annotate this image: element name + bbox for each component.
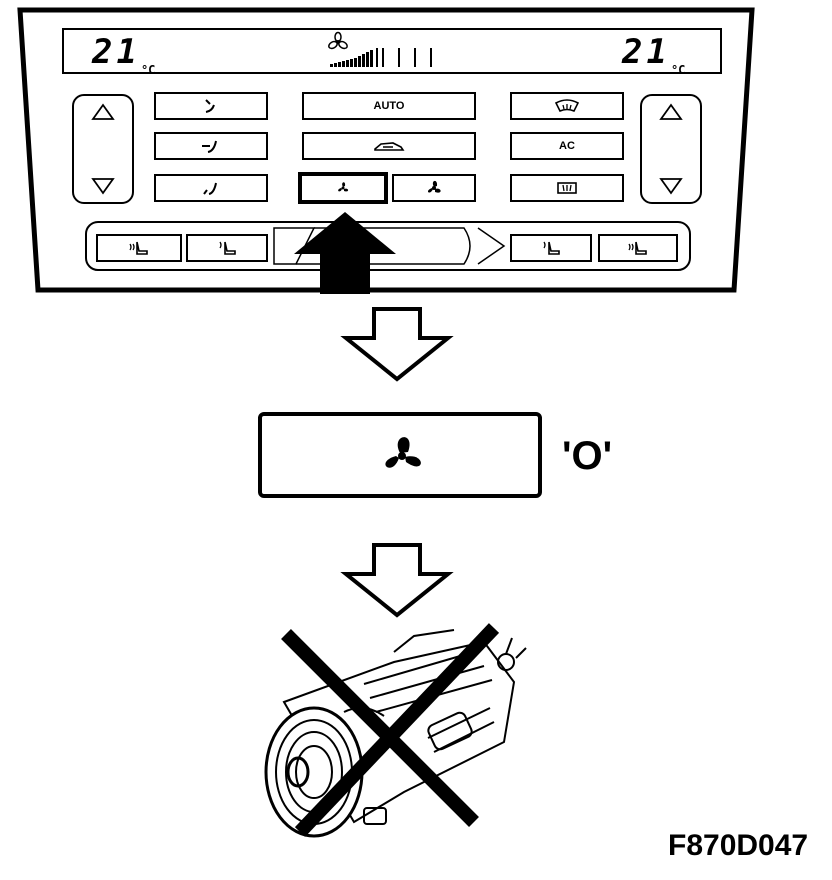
figure-id: F870D047 [668,829,809,862]
windscreen-defrost-icon [554,99,580,113]
triangle-up-icon[interactable] [91,103,115,120]
recirculation-car-icon [374,142,405,151]
triangle-down-icon[interactable] [91,178,115,195]
fan-down-button-enlarged [258,412,542,498]
right-temp-rocker[interactable] [640,94,702,204]
ac-button-label: AC [559,140,575,152]
fan-down-button[interactable] [298,172,388,204]
right-seat-heater-high-button[interactable] [598,234,678,262]
rear-window-defrost-icon [557,182,577,194]
seat-heater-icon [129,241,148,255]
left-temp-unit: °C [140,63,156,77]
airflow-body-button[interactable] [154,132,268,160]
down-arrow-icon [340,307,454,382]
lcd-display: 21°C 21°C [62,28,722,77]
left-seat-heater-high-button[interactable] [96,234,182,262]
seat-heater-icon [543,241,560,255]
airflow-feet-button[interactable] [154,174,268,202]
recirculation-button[interactable] [302,132,476,160]
auto-button-label: AUTO [373,100,405,112]
right-temp-value: 21 [622,32,671,72]
left-temp-rocker[interactable] [72,94,134,204]
right-seat-heater-low-button[interactable] [510,234,592,262]
right-temp-unit: °C [670,63,686,77]
fan-speed-bar [326,31,446,75]
cross-out-icon [281,623,500,837]
left-seat-heater-low-button[interactable] [186,234,268,262]
fan-small-icon [338,182,349,192]
fan-setting-zero-label: 'O' [562,434,613,478]
down-arrow-icon [340,543,454,618]
airflow-body-icon [202,140,217,153]
fan-icon [328,31,348,50]
rear-defrost-button[interactable] [510,174,624,202]
ac-compressor-icon [264,623,527,838]
seat-heater-icon [219,241,236,255]
airflow-face-icon [205,99,215,113]
triangle-up-icon[interactable] [659,103,683,120]
auto-button[interactable]: AUTO [302,92,476,120]
press-pointer-arrow-icon [294,212,396,294]
fan-up-button[interactable] [392,174,476,202]
left-temperature-readout: 21°C [92,30,156,77]
fan-icon [385,437,421,468]
airflow-feet-icon [203,182,217,195]
right-temperature-readout: 21°C [622,30,686,77]
ac-button[interactable]: AC [510,132,624,160]
triangle-down-icon[interactable] [659,178,683,195]
airflow-face-button[interactable] [154,92,268,120]
seat-heater-icon [628,241,647,255]
windscreen-defrost-button[interactable] [510,92,624,120]
fan-large-icon [428,180,441,193]
left-temp-value: 21 [92,32,141,72]
